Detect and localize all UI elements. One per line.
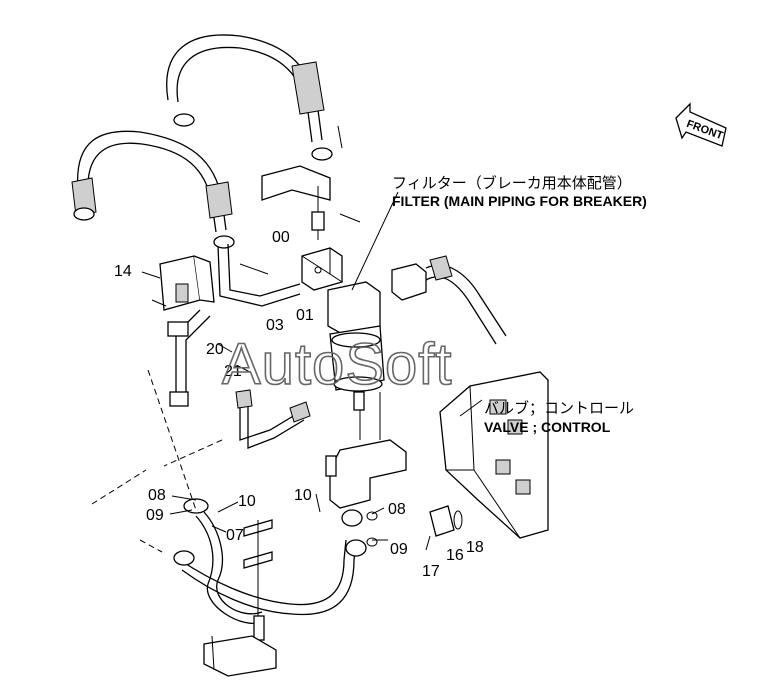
filter-assembly bbox=[327, 281, 385, 440]
filter-mount-bracket bbox=[325, 439, 407, 509]
upper-hose-right bbox=[166, 34, 343, 161]
front-arrow: FRONT bbox=[675, 102, 727, 147]
part-number-08-right: 08 bbox=[388, 501, 406, 518]
part-number-18: 18 bbox=[466, 539, 484, 556]
left-pipes bbox=[167, 243, 311, 449]
part-number-10-left: 10 bbox=[238, 493, 256, 510]
part-number-01: 01 bbox=[296, 307, 314, 324]
part-number-21: 21 bbox=[224, 363, 242, 380]
valve-callout-jp: バルブ；コントロール bbox=[484, 399, 634, 417]
part-number-17: 17 bbox=[422, 563, 440, 580]
dashed-leaders bbox=[91, 369, 223, 553]
filter-callout-en: FILTER (MAIN PIPING FOR BREAKER) bbox=[392, 193, 647, 209]
part-number-00: 00 bbox=[272, 229, 290, 246]
upper-hose-left bbox=[71, 130, 235, 249]
part-number-10-right: 10 bbox=[294, 487, 312, 504]
flange-16 bbox=[425, 505, 463, 551]
part-number-14: 14 bbox=[114, 263, 132, 280]
part-number-09-right: 09 bbox=[390, 541, 408, 558]
part-number-16: 16 bbox=[446, 547, 464, 564]
lower-hoses bbox=[173, 498, 378, 677]
right-fitting bbox=[391, 255, 507, 345]
part-number-07: 07 bbox=[226, 527, 244, 544]
filter-callout-jp: フィルター（ブレーカ用本体配管） bbox=[392, 174, 632, 192]
block-00 bbox=[301, 247, 343, 291]
leader-lines bbox=[141, 191, 483, 541]
valve-callout-en: VALVE ; CONTROL bbox=[484, 419, 611, 435]
part-number-20: 20 bbox=[206, 341, 224, 358]
bracket-14 bbox=[151, 255, 269, 311]
watermark: AutoSoft bbox=[222, 332, 452, 397]
part-number-08-left: 08 bbox=[148, 487, 166, 504]
part-number-03: 03 bbox=[266, 317, 284, 334]
upper-bracket bbox=[261, 165, 361, 240]
control-valve bbox=[439, 371, 549, 539]
part-number-09-left: 09 bbox=[146, 507, 164, 524]
